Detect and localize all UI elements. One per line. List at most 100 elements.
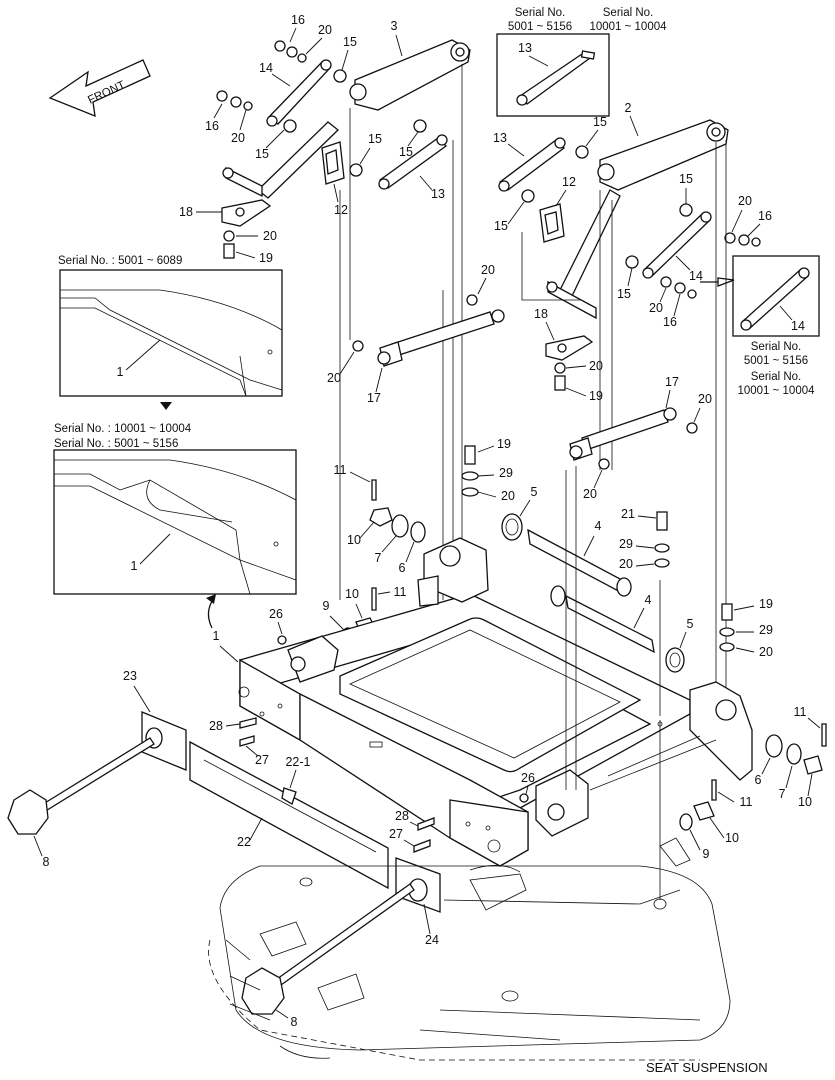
part-label-15b: 15 <box>255 147 269 161</box>
part-label-20j: 20 <box>583 487 597 501</box>
seat-base <box>208 837 731 1061</box>
part-label-1b: 1 <box>131 559 138 573</box>
part-label-7b: 7 <box>779 787 786 801</box>
part-label-20k: 20 <box>501 489 515 503</box>
inset-serial-14: 14 Serial No. 5001 ~ 5156 Serial No. 100… <box>700 255 820 397</box>
right-arm-assembly <box>498 119 761 690</box>
part-label-23: 23 <box>123 669 137 683</box>
inset-13-serial-range-2: 10001 ~ 10004 <box>589 21 667 33</box>
part-label-28b: 28 <box>395 809 409 823</box>
part-label-15h: 15 <box>617 287 631 301</box>
detail-b-serial-2: Serial No. : 5001 ~ 5156 <box>54 438 178 450</box>
part-label-13b: 13 <box>493 131 507 145</box>
part-label-16d: 16 <box>663 315 677 329</box>
diagram-caption: SEAT SUSPENSION <box>646 1060 768 1075</box>
part-label-21: 21 <box>621 507 635 521</box>
part-label-29c: 29 <box>759 623 773 637</box>
part-label-20e: 20 <box>649 301 663 315</box>
part-label-29a: 29 <box>499 466 513 480</box>
labels-right-arm: 2 13 15 12 15 15 20 16 14 15 20 16 18 20… <box>493 101 772 403</box>
part-label-24: 24 <box>425 933 439 947</box>
part-label-19b: 19 <box>589 389 603 403</box>
inset-14-serial-range-1: 5001 ~ 5156 <box>744 355 808 367</box>
part-label-27b: 27 <box>389 827 403 841</box>
part-label-11c: 11 <box>794 705 807 719</box>
part-label-14a: 14 <box>259 61 273 75</box>
part-label-16a: 16 <box>291 13 305 27</box>
part-label-20l: 20 <box>619 557 633 571</box>
part-label-10a: 10 <box>347 533 361 547</box>
inset-13-serial-range-1: 5001 ~ 5156 <box>508 21 572 33</box>
part-label-9a: 9 <box>323 599 330 613</box>
part-label-13-inset: 13 <box>518 41 532 55</box>
shock-absorber-right: 17 20 20 <box>569 375 712 501</box>
detail-b-serial-1: Serial No. : 10001 ~ 10004 <box>54 423 192 435</box>
part-label-7a: 7 <box>375 551 382 565</box>
detail-view-a: Serial No. : 5001 ~ 6089 1 <box>58 255 283 410</box>
inset-serial-13: Serial No. 5001 ~ 5156 Serial No. 10001 … <box>496 7 667 117</box>
part-label-11b: 11 <box>394 585 407 599</box>
part-label-20h: 20 <box>327 371 341 385</box>
part-label-6b: 6 <box>755 773 762 787</box>
part-label-1c: 1 <box>213 629 220 643</box>
part-label-20c: 20 <box>263 229 277 243</box>
screws: 26 28 27 26 28 27 <box>209 607 535 853</box>
inset-14-serial-label-1: Serial No. <box>751 341 802 353</box>
detail-view-b: Serial No. : 10001 ~ 10004 Serial No. : … <box>53 423 297 629</box>
left-arm-assembly <box>216 39 471 600</box>
part-label-5a: 5 <box>531 485 538 499</box>
part-label-5b: 5 <box>687 617 694 631</box>
part-label-13a: 13 <box>431 187 445 201</box>
part-label-15g: 15 <box>679 172 693 186</box>
part-label-15f: 15 <box>494 219 508 233</box>
center-fasteners: 19 29 20 <box>461 437 515 503</box>
part-label-20g: 20 <box>481 263 495 277</box>
part-label-27a: 27 <box>255 753 269 767</box>
part-label-28a: 28 <box>209 719 223 733</box>
part-label-2: 2 <box>625 101 632 115</box>
part-label-17b: 17 <box>665 375 679 389</box>
part-label-17a: 17 <box>367 391 381 405</box>
part-label-15c: 15 <box>368 132 382 146</box>
part-label-18a: 18 <box>179 205 193 219</box>
part-label-19d: 19 <box>759 597 773 611</box>
part-label-11d: 11 <box>740 795 753 809</box>
part-label-20i: 20 <box>698 392 712 406</box>
part-label-26a: 26 <box>269 607 283 621</box>
inset-13-serial-label-2: Serial No. <box>603 7 654 19</box>
detail-a-serial: Serial No. : 5001 ~ 6089 <box>58 255 182 267</box>
part-label-12a: 12 <box>334 203 348 217</box>
inset-14-serial-range-2: 10001 ~ 10004 <box>737 385 815 397</box>
part-label-10b: 10 <box>345 587 359 601</box>
part-label-20f: 20 <box>589 359 603 373</box>
inset-13-serial-label-1: Serial No. <box>515 7 566 19</box>
part-label-15d: 15 <box>399 145 413 159</box>
main-frame: 1 <box>213 466 753 900</box>
part-label-14-inset: 14 <box>791 319 805 333</box>
part-label-4a: 4 <box>595 519 602 533</box>
part-label-26b: 26 <box>521 771 535 785</box>
part-label-10c: 10 <box>798 795 812 809</box>
part-label-8b: 8 <box>291 1015 298 1029</box>
shock-absorber-left: 20 20 17 <box>327 263 505 405</box>
part-label-16c: 16 <box>758 209 772 223</box>
part-label-14b: 14 <box>689 269 703 283</box>
part-label-20a: 20 <box>318 23 332 37</box>
part-label-15a: 15 <box>343 35 357 49</box>
front-arrow: FRONT <box>48 59 151 118</box>
part-label-10d: 10 <box>725 831 739 845</box>
part-label-8a: 8 <box>43 855 50 869</box>
part-label-29b: 29 <box>619 537 633 551</box>
part-label-12b: 12 <box>562 175 576 189</box>
part-label-22: 22 <box>237 835 251 849</box>
part-label-1a: 1 <box>117 365 124 379</box>
part-label-9b: 9 <box>703 847 710 861</box>
inset-14-serial-label-2: Serial No. <box>751 371 802 383</box>
labels-left-arm: 16 20 3 15 14 16 20 15 15 15 13 12 18 20… <box>179 13 445 265</box>
part-label-16b: 16 <box>205 119 219 133</box>
part-label-19a: 19 <box>259 251 273 265</box>
part-label-3: 3 <box>391 19 398 33</box>
part-label-18b: 18 <box>534 307 548 321</box>
part-label-4b: 4 <box>645 593 652 607</box>
part-label-19c: 19 <box>497 437 511 451</box>
